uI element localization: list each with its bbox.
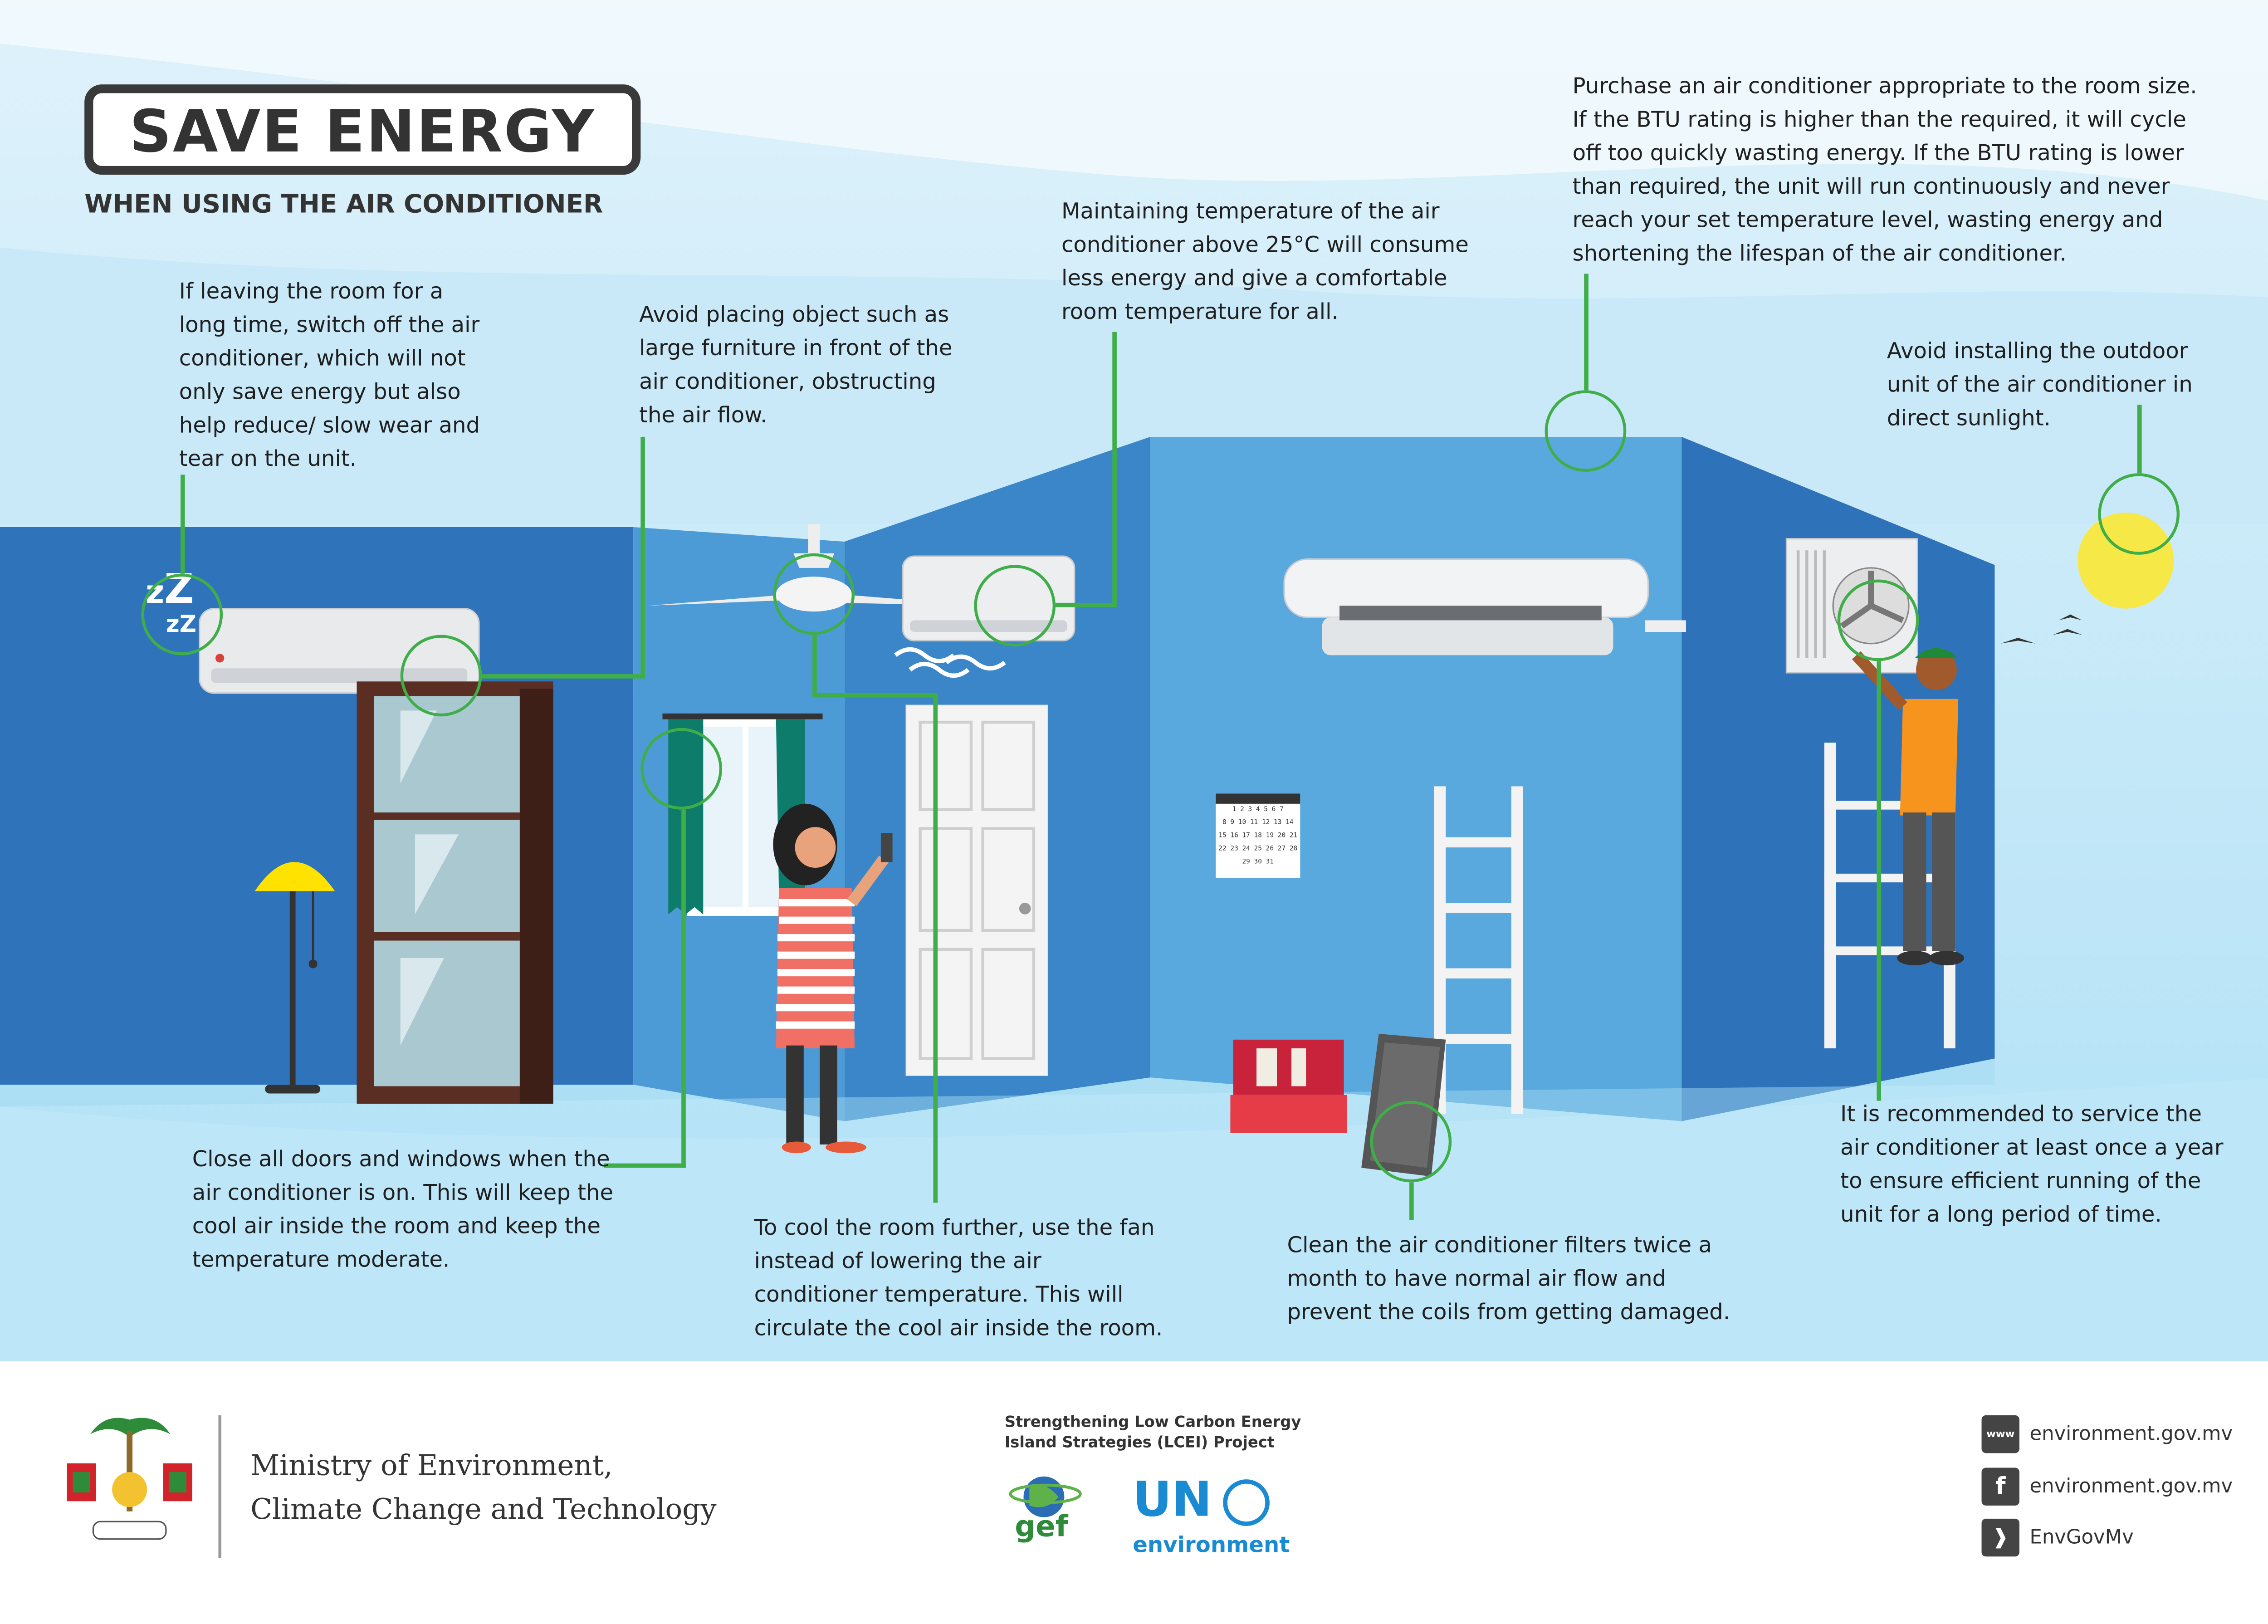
- tip-room-size: Purchase an air conditioner appropriate …: [1572, 73, 2197, 267]
- project-name: Strengthening Low Carbon Energy Island S…: [1004, 1414, 1301, 1452]
- connector-line: [482, 674, 645, 678]
- title-box: SAVE ENERGY: [84, 84, 641, 175]
- un-environment-text: environment: [1133, 1531, 1290, 1558]
- connector-line: [681, 809, 685, 1168]
- callout-ring-leave-room: [141, 573, 223, 655]
- website-icon: www: [1981, 1415, 2019, 1453]
- un-emblem-icon: [1223, 1479, 1270, 1526]
- tip-sunlight: Avoid installing the outdoor unit of the…: [1887, 338, 2193, 431]
- ministry-name: Ministry of Environment, Climate Change …: [250, 1448, 717, 1526]
- wall-ac-unit-right: [1283, 558, 1686, 655]
- footer: [0, 1361, 2268, 1622]
- woman-with-remote: [773, 803, 893, 1154]
- wardrobe: [357, 681, 553, 1104]
- tip-filters: Clean the air conditioner filters twice …: [1287, 1232, 1730, 1325]
- gef-globe-icon: [1009, 1476, 1082, 1517]
- connector-line: [1112, 332, 1116, 606]
- connector-line: [2137, 405, 2141, 474]
- tip-service: It is recommended to service the air con…: [1840, 1101, 2224, 1228]
- calendar: 1 2 3 4 5 6 7 8 9 10 11 12 13 14 15 16 1…: [1216, 793, 1300, 878]
- connector-line: [604, 1163, 686, 1167]
- floor-lamp: [254, 862, 335, 1094]
- callout-ring-doors: [640, 728, 723, 810]
- maldives-emblem-logo: [67, 1418, 192, 1540]
- page-subtitle: WHEN USING THE AIR CONDITIONER: [84, 191, 603, 220]
- connector-line: [640, 436, 645, 677]
- connector-line: [812, 693, 936, 697]
- connector-line: [933, 693, 937, 1203]
- connector-line: [1409, 1182, 1413, 1220]
- connector-line: [1877, 661, 1881, 1101]
- tip-leave-room: If leaving the room for a long time, swi…: [179, 278, 480, 472]
- tip-furniture: Avoid placing object such as large furni…: [639, 301, 953, 428]
- connector-line: [812, 635, 816, 696]
- callout-ring-furniture: [400, 635, 482, 717]
- technician-on-ladder: [1824, 648, 1965, 1049]
- page-title: SAVE ENERGY: [129, 99, 596, 166]
- connector-line: [1056, 602, 1117, 607]
- toolbox: [1230, 1039, 1347, 1133]
- birds-icon: [2000, 614, 2082, 644]
- callout-ring-filters: [1370, 1101, 1452, 1183]
- callout-ring-service: [1837, 579, 1919, 661]
- tip-temperature: Maintaining temperature of the air condi…: [1061, 198, 1469, 325]
- callout-ring-fan: [773, 553, 855, 635]
- callout-ring-room-size: [1545, 390, 1627, 472]
- un-logo-text: UN: [1133, 1470, 1212, 1528]
- twitter-link[interactable]: EnvGovMv: [2029, 1526, 2134, 1550]
- connector-line: [1584, 274, 1588, 391]
- callout-ring-sunlight: [2098, 473, 2180, 555]
- door: [905, 704, 1049, 1076]
- footer-divider: [218, 1415, 221, 1558]
- gef-logo-text: gef: [1015, 1508, 1068, 1544]
- facebook-icon: f: [1981, 1467, 2019, 1506]
- tip-doors: Close all doors and windows when the air…: [192, 1146, 614, 1273]
- connector-line: [181, 474, 185, 574]
- callout-ring-temperature: [974, 565, 1056, 647]
- facebook-link[interactable]: environment.gov.mv: [2029, 1475, 2233, 1498]
- website-link[interactable]: environment.gov.mv: [2029, 1422, 2233, 1446]
- twitter-icon: ❱: [1981, 1518, 2019, 1557]
- tip-fan: To cool the room further, use the fan in…: [754, 1214, 1163, 1341]
